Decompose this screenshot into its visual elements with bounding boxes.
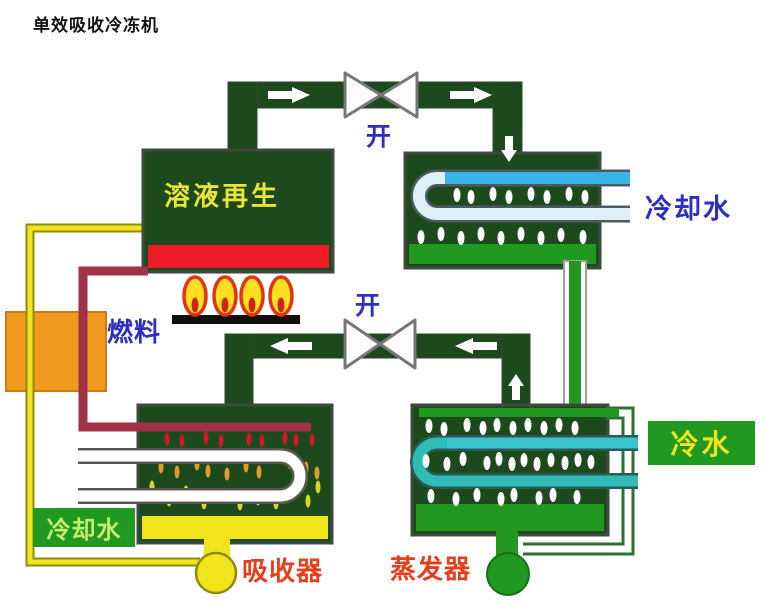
evaporator-water-strip (416, 504, 604, 531)
chilled-water-label: 冷水 (670, 428, 733, 461)
generator-box (141, 148, 335, 274)
condenser-cooling-tube (410, 169, 630, 223)
condenser-droplets (417, 187, 589, 245)
condenser-cooling-water-label: 冷却水 (645, 194, 732, 225)
evaporator-spray-header (419, 408, 619, 417)
burner (172, 275, 300, 324)
generator-solution-pool (148, 245, 329, 268)
strong-solution-droplets (164, 431, 315, 448)
flame-icon (239, 275, 265, 317)
strong-solution-pipe (78, 266, 311, 432)
weak-solution-pipe (25, 223, 200, 567)
arrow-down-icon (501, 136, 517, 162)
burner-bar (172, 315, 300, 324)
page-title: 单效吸收冷冻机 (33, 16, 159, 36)
arrow-left-icon (270, 338, 312, 354)
chilled-water-badge: 冷水 (648, 421, 755, 465)
solution-heat-exchanger (5, 311, 107, 392)
absorber-pump (194, 538, 238, 595)
absorber-solution-pool (142, 516, 328, 539)
condensate-pipe (563, 260, 587, 412)
evaporator-droplets (422, 418, 595, 506)
valve-top-icon (343, 71, 419, 119)
generator-label: 溶液再生 (164, 182, 281, 212)
arrow-left-icon (455, 338, 497, 354)
arrow-right-icon (450, 87, 492, 103)
absorber-cooling-water-label: 冷却水 (46, 516, 122, 544)
evaporator-label: 蒸发器 (390, 555, 472, 585)
absorber-cooling-tube (78, 448, 308, 504)
flame-icon (182, 275, 208, 317)
fuel-label: 燃料 (107, 318, 162, 348)
flame-icon (212, 275, 238, 317)
absorber-label: 吸收器 (242, 557, 324, 587)
valve-top-state-label: 开 (366, 122, 392, 151)
arrow-right-icon (268, 87, 310, 103)
valve-middle-icon (343, 318, 417, 370)
evaporator-chilled-tube (410, 435, 638, 489)
condenser-liquid-strip (409, 244, 596, 264)
flow-arrows (268, 87, 524, 400)
valve-middle-state-label: 开 (355, 291, 381, 320)
flame-icon (268, 275, 294, 317)
arrow-up-icon (508, 374, 524, 400)
absorber-cooling-water-badge: 冷却水 (33, 508, 135, 547)
evaporator-pump (486, 531, 530, 596)
